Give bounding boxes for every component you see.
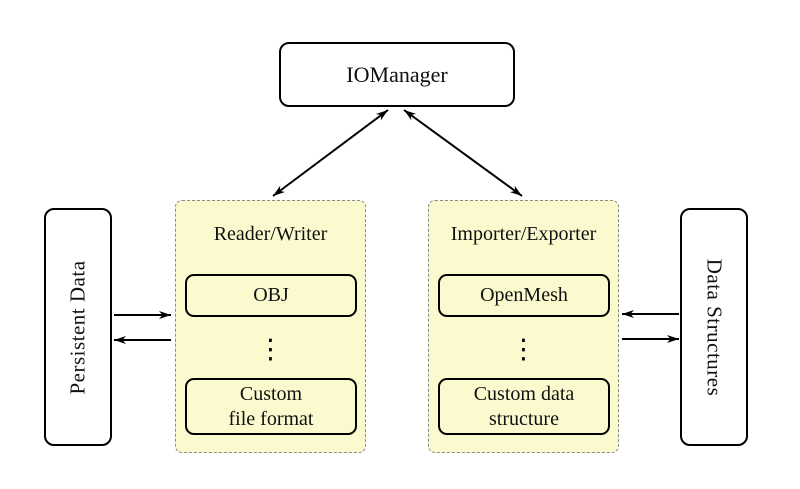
persistent-data-label: Persistent Data (65, 259, 90, 395)
persistent-data-node: Persistent Data (44, 208, 112, 446)
importer-exporter-group: Importer/Exporter OpenMesh ⋮ Custom data… (428, 200, 619, 453)
custom-file-format-line2: file format (228, 407, 314, 430)
iomanager-label: IOManager (346, 61, 448, 87)
importer-exporter-title: Importer/Exporter (450, 223, 597, 245)
arrow-iomanager-importerexporter (403, 109, 523, 197)
obj-label: OBJ (253, 284, 289, 306)
custom-data-structure-line2: structure (489, 407, 559, 430)
reader-writer-title: Reader/Writer (213, 223, 328, 245)
custom-file-format-box: Custom file format (185, 378, 357, 435)
custom-data-structure-box: Custom data structure (438, 378, 610, 435)
data-structures-label: Data Structures (702, 258, 727, 396)
openmesh-label: OpenMesh (480, 284, 568, 306)
reader-writer-group: Reader/Writer OBJ ⋮ Custom file format (175, 200, 366, 453)
obj-box: OBJ (185, 274, 357, 317)
openmesh-box: OpenMesh (438, 274, 610, 317)
arrow-iomanager-readerwriter (272, 109, 389, 197)
custom-file-format-line1: Custom (239, 382, 303, 405)
vertical-ellipsis: ⋮ (257, 333, 284, 365)
vertical-ellipsis: ⋮ (510, 333, 537, 365)
custom-data-structure-line1: Custom data (473, 382, 575, 405)
data-structures-node: Data Structures (680, 208, 748, 446)
iomanager-node: IOManager (279, 42, 515, 107)
